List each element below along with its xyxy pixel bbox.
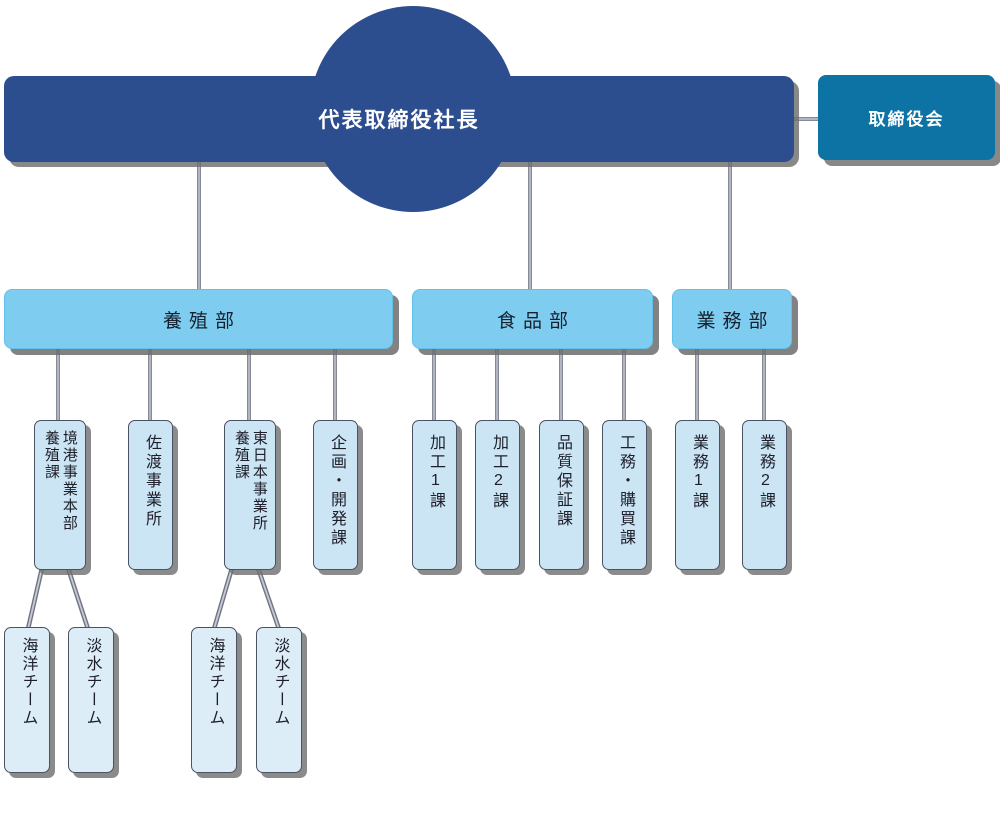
connector-section-processing2	[495, 349, 499, 421]
section-label-main: 佐渡事業所	[142, 434, 160, 529]
connector-dept-operations	[728, 162, 732, 290]
section-label-main: 東日本事業所	[250, 430, 268, 532]
connector-dept-aquaculture	[197, 162, 201, 290]
connector-freshwater-team-2	[255, 567, 282, 630]
dept-box-operations: 業務部	[672, 289, 792, 349]
connector-freshwater-team-1	[65, 567, 91, 630]
team-label: 淡水チーム	[271, 637, 289, 727]
section-box-sado-office: 佐渡事業所	[128, 420, 173, 570]
connector-section-quality	[559, 349, 563, 421]
connector-section-east-japan	[247, 349, 251, 421]
section-label-main: 境港事業本部	[60, 430, 78, 532]
section-box-operations-1: 業務1課	[675, 420, 720, 570]
connector-section-sado	[148, 349, 152, 421]
team-box-marine-2: 海洋チーム	[191, 627, 237, 773]
team-box-freshwater-2: 淡水チーム	[256, 627, 302, 773]
board-of-directors-box: 取締役会	[818, 75, 995, 160]
section-label-main: 工務・購買課	[616, 434, 634, 548]
section-box-engineering-purchasing: 工務・購買課	[602, 420, 647, 570]
connector-section-planning	[333, 349, 337, 421]
team-label: 海洋チーム	[19, 637, 37, 727]
dept-box-food: 食品部	[412, 289, 653, 349]
section-label-main: 業務1課	[689, 434, 707, 511]
connector-section-operations2	[762, 349, 766, 421]
connector-section-processing1	[432, 349, 436, 421]
section-label-main: 加工2課	[489, 434, 507, 511]
connector-marine-team-2	[211, 567, 235, 630]
section-label-main: 業務2課	[756, 434, 774, 511]
section-label-sub: 養殖課	[43, 430, 60, 481]
section-box-processing-1: 加工1課	[412, 420, 457, 570]
section-box-planning-development: 企画・開発課	[313, 420, 358, 570]
section-box-operations-2: 業務2課	[742, 420, 787, 570]
team-box-marine-1: 海洋チーム	[4, 627, 50, 773]
team-label: 海洋チーム	[206, 637, 224, 727]
connector-team-diagonals	[25, 567, 282, 630]
section-label-main: 企画・開発課	[327, 434, 345, 548]
section-box-east-japan-office: 東日本事業所 養殖課	[224, 420, 276, 570]
connector-marine-team-1	[25, 567, 45, 630]
president-label: 代表取締役社長	[318, 109, 480, 132]
section-label-sub: 養殖課	[233, 430, 250, 481]
connector-dept-food	[528, 162, 532, 290]
connector-section-engineering	[622, 349, 626, 421]
section-box-quality-assurance: 品質保証課	[539, 420, 584, 570]
dept-box-aquaculture: 養殖部	[4, 289, 393, 349]
president-circle	[310, 6, 516, 212]
section-box-processing-2: 加工2課	[475, 420, 520, 570]
section-label-main: 品質保証課	[553, 434, 571, 529]
connector-board	[794, 117, 818, 121]
team-label: 淡水チーム	[83, 637, 101, 727]
connector-section-sakaiminato	[56, 349, 60, 421]
team-box-freshwater-1: 淡水チーム	[68, 627, 114, 773]
section-label-main: 加工1課	[426, 434, 444, 511]
connector-section-operations1	[695, 349, 699, 421]
section-box-sakaiminato-hq: 境港事業本部 養殖課	[34, 420, 86, 570]
